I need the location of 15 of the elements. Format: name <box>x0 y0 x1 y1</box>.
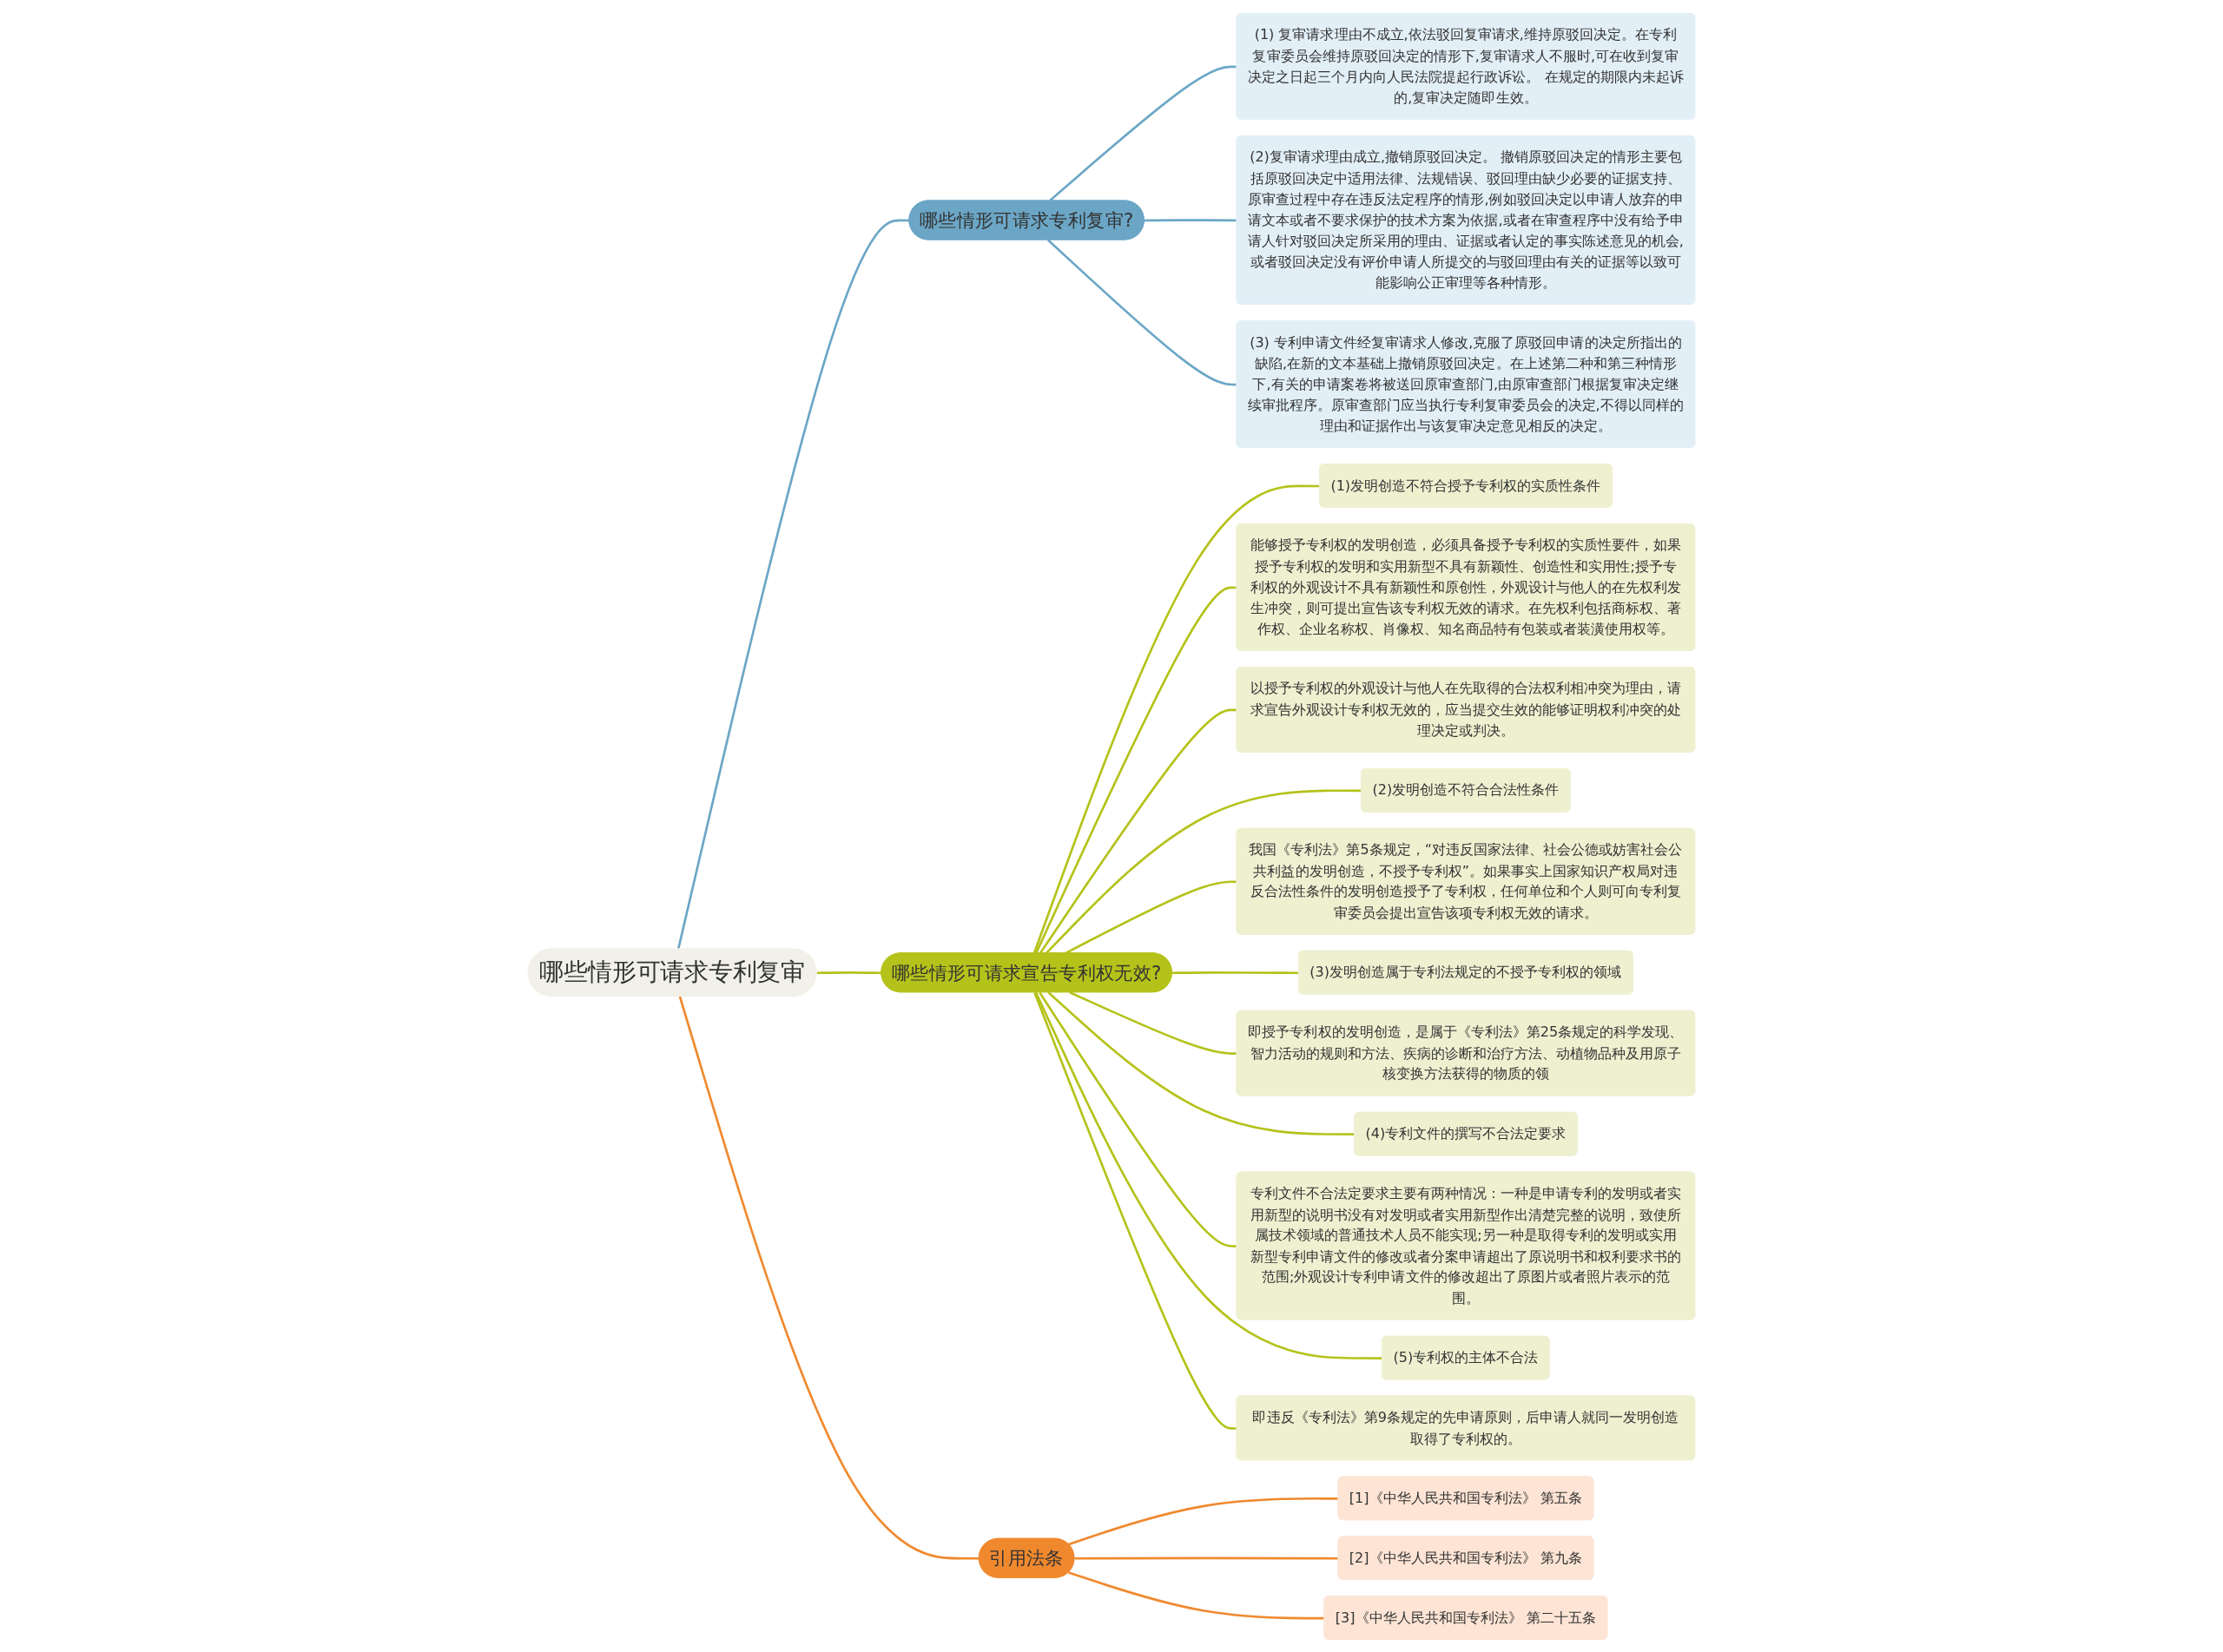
connector <box>1068 1497 1339 1545</box>
connector <box>1144 218 1237 221</box>
connector <box>676 219 910 950</box>
connector <box>1064 879 1237 954</box>
connector <box>1068 1570 1325 1619</box>
connector <box>816 971 882 974</box>
connector <box>1039 708 1237 954</box>
connector <box>1034 586 1237 954</box>
connector <box>1069 991 1237 1055</box>
connector <box>1039 991 1237 1247</box>
connector <box>678 996 980 1560</box>
connector <box>1074 1557 1339 1560</box>
connector <box>1033 991 1237 1430</box>
mind-map-diagram: 哪些情形可请求专利复审 哪些情形可请求专利复审? (1) 复审请求理由不成立,依法驳回复审请求,维持原驳回决定。在专利复审委员会维持原驳回决定的情形下,复审请求人不服时,可在收到复审决定之日起三个月内向人民法院提起行政诉讼。 在规定的期限内未起诉的,复审决定随即生效。 (2)复审请求理由成立,撤销原驳回决定。 撤销原驳回决定的情形主要包括原驳回决定中适用法律、法规错误、驳回理由缺少必要的证据支持、原审查过程中存在违反法定程序的情形,例如驳回决定以申请人放弃的申请文本或者不要求保护的技术方案为依据,或者在审查程序中没有给予申请人针对驳回决定所采用的理由、证据或者认定的事实陈述意见的机会,或者驳回决定没有评价申请人所提交的与驳回理由有关的证据等以致可能影响公正审理等各种情形。 (3) 专利申请文件经复审请求人修改,克服了原驳回申请的决定所指出的缺陷,在新的文本基础上撤销原驳回决定。在上述第二种和第三种情形下,有关的申请案卷将被送回原审查部门,由原审查部门根据复审决定继续审批程序。原审查部门应当执行专利复审委员会的决定,不得以同样的理由和证据作出与该复审决定意见相反的决定。 哪些情形可请求宣告专利权无效? (1)发明创造不符合授予专利权的实质性条件 能够授予专利权的发明创造，必须具备授予专利权的实质性要件，如果授予专利权的发明和实用新型不具有新颖性、创造性和实用性;授予专利权的外观设计不具有新颖性和原创性，外观设计与他人的在先权利发生冲突，则可提出宣告该专利权无效的请求。在先权利包括商标权、著作权、企业名称权、肖像权、知名商品特有包装或者装潢使用权等。 以授予专利权的外观设计与他人在先取得的合法权利相冲突为理由，请求宣告外观设计专利权无效的，应当提交生效的能够证明权利冲突的处理决定或判决。 (2)发明创造不符合合法性条件 我国《专利法》第5条规定，“对违反国家法律、社会公德或妨害社会公共利益的发明创造，不授予专利权”。如果事实上国家知识产权局对违反合法性条件的发明创造授予了专利权，任何单位和个人则可向专利复审委员会提出宣告该项专利权无效的请求。 (3)发明创造属于专利法规定的不授予专利权的领域 即授予专利权的发明创造，是属于《专利法》第25条规定的科学发现、智力活动的规则和方法、疾病的诊断和治疗方法、动植物品种及用原子核变换方法获得的物质的领 (4)专利文件的撰写不合法定要求 专利文件不合法定要求主要有两种情况：一种是申请专利的发明或者实用新型的说明书没有对发明或者实用新型作出清楚完整的说明，致使所属技术领域的普通技术人员不能实现;另一种是取得专利的发明或实用新型专利申请文件的修改或者分案申请超出了原说明书和权利要求书的范围;外观设计专利申请文件的修改超出了原图片或者照片表示的范围。 (5)专利权的主体不合法 即违反《专利法》第9条规定的先申请原则，后申请人就同一发明创造取得了专利权的。 引用法条 [1]《中华人民共和国专利法》 第五条 [2]《中华人民共和国专利法》 第九条 [3]《中华人民共和国专利法》 第二十五条 <box>9 5 2214 1647</box>
connector <box>1047 238 1237 385</box>
